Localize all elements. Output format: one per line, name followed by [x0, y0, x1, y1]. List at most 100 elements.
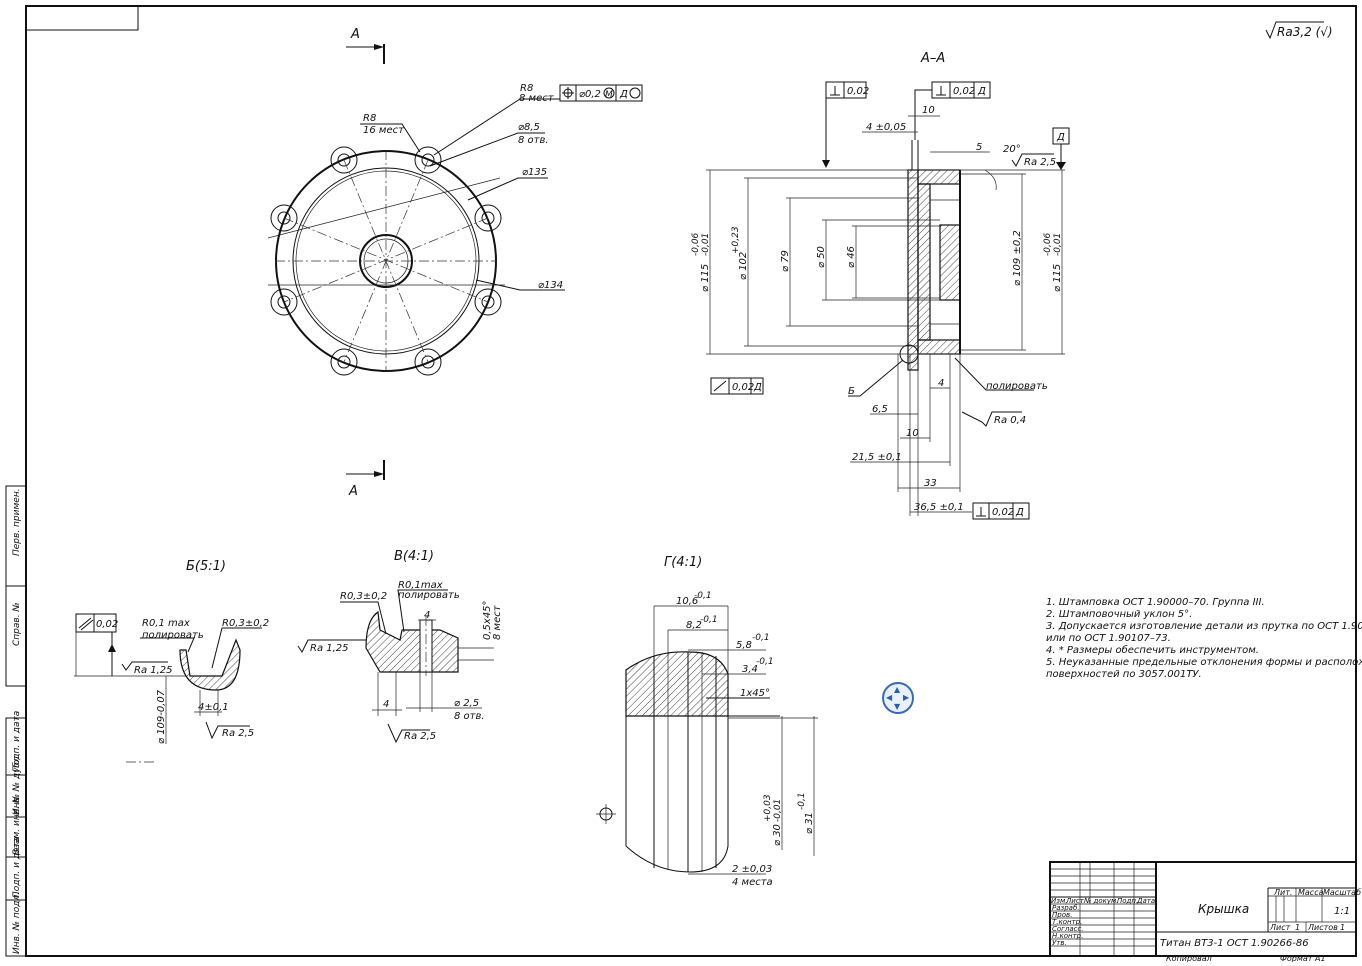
detail-g-d31: ⌀ 31 — [804, 812, 815, 834]
detail-b-r01: R0,1 max — [142, 618, 190, 629]
pan-right-icon[interactable]: ▶ — [903, 693, 910, 702]
tb-h-mass: Масса — [1298, 888, 1324, 897]
detail-g-title: Г(4:1) — [664, 555, 702, 570]
pos-tol-value: ⌀0,2 — [579, 89, 601, 100]
tb-h-lit: Лит. — [1273, 888, 1292, 897]
title-block: Изм. Лист № докум. Подп. Дата Разраб. Пр… — [1049, 861, 1361, 963]
detail-v-polish: полировать — [398, 590, 460, 601]
perp3: 0,02 — [992, 507, 1014, 518]
section-aa: А–А 0,02 0,02 Д Д 10 — [691, 51, 1070, 520]
perp1: 0,02 — [847, 86, 869, 97]
detail-v-dim4-bottom: 4 — [383, 699, 389, 710]
tb-sheets: Листов — [1307, 923, 1338, 932]
strip-sprav: Справ. № — [12, 602, 22, 646]
d115-right-tol-u: -0,06 — [1043, 232, 1053, 256]
dim5: 5 — [976, 142, 982, 153]
section-marker-bottom: А — [348, 484, 358, 499]
hole-label: ⌀8,5 — [518, 122, 540, 133]
tb-dokum: № докум. — [1083, 897, 1119, 905]
strip-podp2: Подп. и дата — [12, 837, 22, 898]
perp3-datum: Д — [1015, 507, 1024, 518]
tb-scale: 1:1 — [1334, 906, 1350, 917]
ra25: Ra 2,5 — [1024, 157, 1056, 168]
tb-role-prov: Пров. — [1052, 911, 1072, 919]
tb-sheet-num: 1 — [1295, 923, 1300, 932]
pan-left-icon[interactable]: ◀ — [886, 693, 893, 702]
detail-b-r03: R0,3±0,2 — [222, 618, 269, 629]
note-4: 4. * Размеры обеспечить инструментом. — [1046, 644, 1259, 656]
tb-role-razrab: Разраб. — [1052, 904, 1080, 912]
d115-left-tol-u: -0,06 — [691, 232, 701, 256]
d46: ⌀ 46 — [846, 246, 857, 268]
strip-perv: Перв. примен. — [12, 488, 22, 556]
pan-navigation-widget[interactable]: ▲ ▼ ◀ ▶ — [882, 682, 914, 714]
strip-podp1: Подп. и дата — [12, 711, 22, 772]
detail-v-chamfer-count: 8 мест — [492, 604, 503, 640]
detail-v-r01: R0,1max — [398, 580, 443, 591]
detail-v-d25: ⌀ 2,5 — [454, 698, 479, 709]
d134: ⌀134 — [538, 280, 563, 291]
front-view: А А — [267, 27, 643, 499]
r8-label: R8 — [520, 83, 533, 94]
section-title: А–А — [920, 51, 945, 66]
tb-material: Титан ВТ3-1 ОСТ 1.90266-86 — [1160, 938, 1309, 949]
detail-g-chamfer: 1х45° — [740, 688, 770, 699]
detail-g-dim58: 5,8 — [736, 640, 752, 651]
tb-role-soglas: Согласс. — [1052, 925, 1084, 933]
tb-format: Формат А1 — [1280, 954, 1326, 962]
detail-g-d30-tol-u: +0,03 — [763, 794, 773, 822]
detail-g-dim82: 8,2 — [686, 620, 702, 631]
detail-b-d109: ⌀ 109-0,07 — [156, 689, 167, 744]
detail-g-dim2-count: 4 места — [732, 877, 773, 888]
runout-datum: Д — [753, 382, 762, 393]
tb-data: Дата — [1136, 897, 1155, 905]
tb-copied: Копировал — [1166, 954, 1212, 962]
detail-b-ra125: Ra 1,25 — [134, 665, 173, 676]
detail-v-ra125: Ra 1,25 — [310, 643, 349, 654]
note-3: 3. Допускается изготовление детали из пр… — [1046, 621, 1362, 632]
d102-tol: +0,23 — [731, 226, 741, 254]
dim10-top: 10 — [922, 105, 935, 116]
label-b: Б — [848, 386, 855, 397]
tb-list: Лист — [1065, 897, 1085, 905]
detail-b-parallel: 0,02 — [96, 619, 118, 630]
detail-g-dim2: 2 ±0,03 — [732, 864, 772, 875]
d115-right: ⌀ 115 — [1052, 264, 1063, 292]
tb-h-scale: Масштаб — [1323, 888, 1361, 897]
detail-v-d25-count: 8 отв. — [454, 711, 485, 722]
note-1: 1. Штамповка ОСТ 1.90000–70. Группа III. — [1046, 597, 1265, 608]
sheet-frame — [25, 5, 1357, 957]
detail-g-dim106: 10,6 — [676, 596, 698, 607]
pos-tol-datum: Д — [619, 89, 628, 100]
detail-g-dim82-tol: -0,1 — [700, 615, 718, 625]
detail-g-dim34-tol: -0,1 — [756, 657, 774, 667]
d135: ⌀135 — [522, 167, 547, 178]
detail-v-title: В(4:1) — [394, 549, 434, 564]
dim4-005: 4 ±0,05 — [866, 122, 906, 133]
detail-b-polish: полировать — [142, 630, 204, 641]
tb-izm: Изм. — [1051, 897, 1067, 905]
detail-g-d30-tol-l: -0,01 — [773, 799, 783, 822]
detail-v-dim4-top: 4 — [424, 610, 430, 621]
note-5: 5. Неуказанные предельные отклонения фор… — [1046, 657, 1362, 668]
d50: ⌀ 50 — [816, 246, 827, 268]
tb-sheet: Лист — [1269, 923, 1291, 932]
runout: 0,02 — [732, 382, 754, 393]
radial-centerlines — [275, 150, 497, 372]
pos-tol-m: M — [605, 90, 613, 100]
detail-g-dim34: 3,4 — [742, 664, 758, 675]
dim10-bottom: 10 — [906, 428, 919, 439]
note-2: 2. Штамповочный уклон 5°. — [1046, 609, 1192, 620]
detail-g-d30: ⌀ 30 — [772, 824, 783, 846]
tb-podp: Подп. — [1117, 897, 1138, 905]
tb-name: Крышка — [1198, 902, 1249, 916]
tb-sheets-num: 1 — [1340, 923, 1345, 932]
pan-up-icon[interactable]: ▲ — [894, 685, 901, 694]
tb-role-tkontr: Т.контр. — [1052, 918, 1082, 926]
detail-g-dim58-tol: -0,1 — [752, 633, 770, 643]
dim365: 36,5 ±0,1 — [914, 502, 964, 513]
position-tolerance-frame: ⌀0,2 M Д — [559, 84, 643, 102]
pan-down-icon[interactable]: ▼ — [894, 702, 901, 711]
d115-left: ⌀ 115 — [700, 264, 711, 292]
note-5b: поверхностей по 3057.001ТУ. — [1046, 669, 1202, 680]
